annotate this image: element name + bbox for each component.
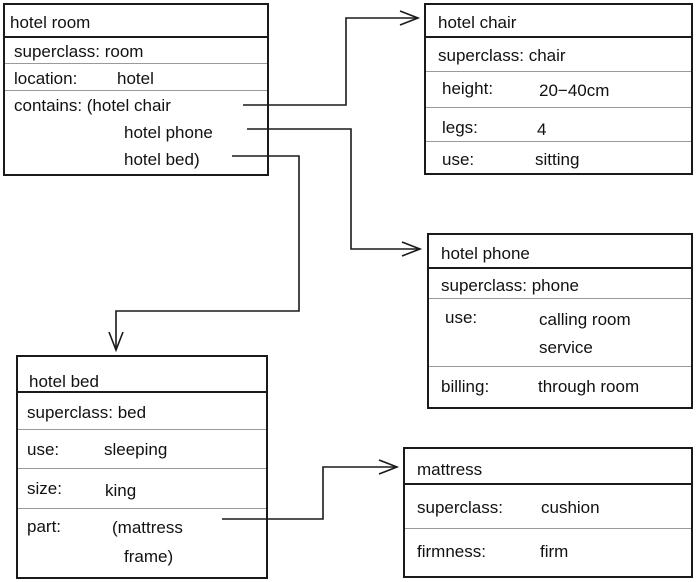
- frame-hotel-chair: hotel chair superclass: chair height: 20…: [424, 3, 693, 175]
- slot-use: use: calling room service: [429, 299, 691, 367]
- frame-title: hotel phone: [441, 244, 530, 263]
- frame-header: hotel room: [5, 5, 267, 38]
- slot-value: king: [105, 481, 137, 500]
- slot-superclass: superclass: cushion: [405, 485, 691, 529]
- arrow-head-hotel-phone: [401, 241, 423, 257]
- frame-title: hotel chair: [438, 13, 517, 32]
- slot-value: frame): [124, 547, 174, 566]
- frame-title: hotel bed: [29, 372, 99, 391]
- slot-label: location:: [14, 69, 78, 88]
- slot-billing: billing: through room: [429, 367, 691, 407]
- frame-hotel-phone: hotel phone superclass: phone use: calli…: [427, 233, 693, 409]
- frame-title: hotel room: [10, 13, 91, 32]
- slot-text: superclass: chair: [438, 46, 566, 65]
- frame-hotel-room: hotel room superclass: room location: ho…: [3, 3, 269, 176]
- slot-part: part: (mattress frame): [18, 509, 266, 577]
- arrow-head-hotel-bed: [108, 331, 124, 353]
- slot-superclass: superclass: chair: [426, 38, 691, 72]
- frame-header: mattress: [405, 449, 691, 485]
- slot-value: 20−40cm: [539, 81, 610, 100]
- frame-header: hotel chair: [426, 5, 691, 38]
- slot-legs: legs: 4: [426, 108, 691, 142]
- slot-label: billing:: [441, 377, 490, 396]
- arrow-head-hotel-chair: [399, 10, 421, 26]
- slot-value: calling room: [539, 310, 631, 329]
- arrow-contains-to-hotel-bed: [115, 155, 300, 350]
- frame-header: hotel bed: [18, 357, 266, 393]
- slot-label: size:: [27, 479, 62, 498]
- slot-firmness: firmness: firm: [405, 529, 691, 576]
- slot-location: location: hotel: [5, 64, 267, 91]
- slot-label: use:: [27, 440, 60, 459]
- slot-label: use:: [442, 150, 475, 169]
- arrow-contains-to-hotel-chair: [243, 17, 418, 106]
- slot-value: sitting: [535, 150, 580, 169]
- slot-value: sleeping: [104, 440, 168, 459]
- slot-label: superclass:: [417, 498, 503, 517]
- slot-label: use:: [445, 308, 478, 327]
- arrow-head-mattress: [378, 459, 400, 475]
- slot-text: superclass: room: [14, 42, 144, 61]
- slot-value: through room: [538, 377, 640, 396]
- slot-height: height: 20−40cm: [426, 72, 691, 108]
- frame-title: mattress: [417, 460, 483, 479]
- slot-contains: contains: (hotel chair hotel phone hotel…: [5, 91, 267, 174]
- slot-value: cushion: [541, 498, 600, 517]
- slot-text: superclass: bed: [27, 403, 147, 422]
- slot-text: superclass: phone: [441, 276, 579, 295]
- slot-superclass: superclass: phone: [429, 269, 691, 299]
- slot-label: firmness:: [417, 542, 486, 561]
- slot-text: contains: (hotel chair: [14, 96, 171, 115]
- slot-label: part:: [27, 517, 62, 536]
- arrow-part-to-mattress: [222, 466, 397, 520]
- slot-value: service: [539, 338, 593, 357]
- frame-mattress: mattress superclass: cushion firmness: f…: [403, 447, 693, 578]
- arrow-contains-to-hotel-phone: [247, 128, 420, 250]
- slot-superclass: superclass: bed: [18, 393, 266, 430]
- slot-use: use: sitting: [426, 142, 691, 173]
- slot-superclass: superclass: room: [5, 38, 267, 64]
- slot-value: hotel: [117, 69, 154, 88]
- slot-value: (mattress: [112, 518, 183, 537]
- frame-hotel-bed: hotel bed superclass: bed use: sleeping …: [16, 355, 268, 579]
- frame-header: hotel phone: [429, 235, 691, 269]
- slot-size: size: king: [18, 469, 266, 509]
- slot-label: height:: [442, 79, 494, 98]
- slot-value: hotel bed): [124, 150, 200, 169]
- slot-value: hotel phone: [124, 123, 213, 142]
- slot-value: firm: [540, 542, 569, 561]
- slot-use: use: sleeping: [18, 430, 266, 469]
- slot-value: 4: [537, 120, 547, 139]
- slot-label: legs:: [442, 118, 478, 137]
